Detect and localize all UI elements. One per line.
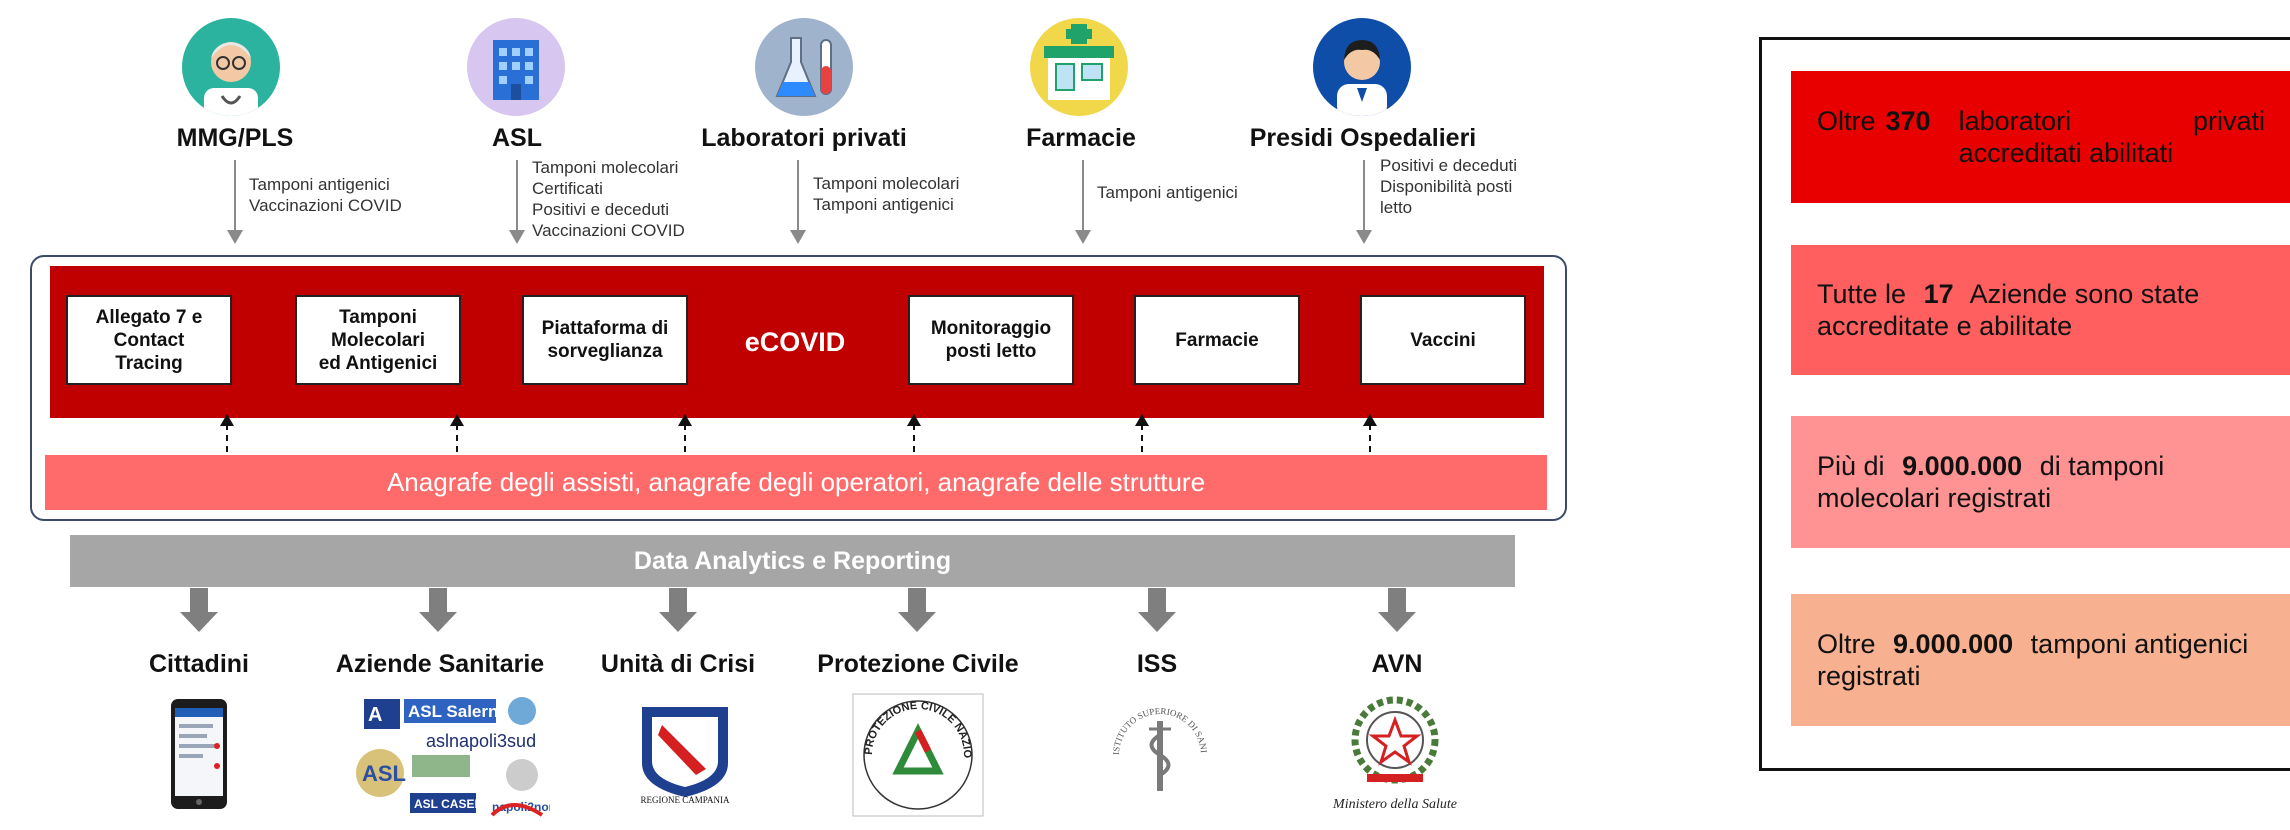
note-line: Vaccinazioni COVID — [249, 196, 402, 215]
dashed-arrow-up — [450, 414, 464, 452]
stat-suffix: laboratori privati accreditati abilitati — [1958, 106, 2265, 168]
registry-bar: Anagrafe degli assisti, anagrafe degli o… — [45, 455, 1547, 510]
arrow-down — [227, 160, 243, 244]
source-label-mmg-pls: MMG/PLS — [176, 124, 294, 152]
note-line: Certificati — [532, 179, 603, 198]
dashed-arrow-up — [907, 414, 921, 452]
stat-aziende: Tutte le 17 Aziende sono state accredita… — [1791, 245, 2290, 375]
analytics-bar: Data Analytics e Reporting — [70, 535, 1515, 587]
note-line: Disponibilità posti — [1380, 177, 1513, 196]
source-notes-farmacie: Tamponi antigenici — [1097, 182, 1238, 203]
ministero-salute-text: Ministero della Salute — [1332, 797, 1457, 812]
protezione-civile-logo: PROTEZIONE CIVILE NAZIONALE — [848, 684, 984, 817]
consumer-label-protezione-civile: Protezione Civile — [817, 650, 1019, 678]
module-piattaforma-sorveglianza: Piattaforma di sorveglianza — [522, 295, 688, 385]
arrow-down — [1356, 160, 1372, 244]
smartphone-icon — [170, 698, 228, 810]
doctor-icon — [182, 18, 280, 116]
source-notes-mmg-pls: Tamponi antigenici Vaccinazioni COVID — [249, 174, 402, 216]
asl-logo-mark: A — [368, 704, 382, 726]
module-farmacie: Farmacie — [1134, 295, 1300, 385]
source-label-farmacie: Farmacie — [1026, 124, 1136, 152]
stat-line: Tutte le 17 Aziende sono state accredita… — [1817, 278, 2265, 342]
source-notes-presidi: Positivi e deceduti Disponibilità posti … — [1380, 155, 1517, 218]
note-line: Vaccinazioni COVID — [532, 221, 685, 240]
aslnapoli3sud-text: aslnapoli3sud — [426, 731, 536, 751]
hospital-doctor-icon — [1313, 18, 1411, 116]
iss-logo: ISTITUTO SUPERIORE DI SANITÀ — [1104, 687, 1213, 805]
arrow-down — [509, 160, 525, 244]
platform-container — [30, 255, 1567, 521]
source-notes-asl: Tamponi molecolari Certificati Positivi … — [532, 157, 685, 241]
dashed-arrow-up — [1363, 414, 1377, 452]
source-label-laboratori-privati: Laboratori privati — [701, 124, 907, 152]
stat-number: 9.000.000 — [1893, 629, 2014, 659]
note-line: Tamponi molecolari — [532, 158, 679, 177]
stat-line: Oltre 370 laboratori privati accreditati… — [1817, 105, 2265, 169]
lab-flask-icon — [755, 18, 853, 116]
consumer-label-unita-di-crisi: Unità di Crisi — [600, 650, 756, 678]
dashed-arrow-up — [1135, 414, 1149, 452]
arrow-down-thick — [659, 588, 697, 632]
stat-number: 9.000.000 — [1902, 451, 2023, 481]
arrow-down — [1075, 160, 1091, 244]
note-line: Positivi e deceduti — [1380, 156, 1518, 175]
note-line: Tamponi antigenici — [813, 195, 954, 214]
module-vaccini: Vaccini — [1360, 295, 1526, 385]
note-line: Tamponi molecolari — [813, 174, 960, 193]
asl-caserta-text: ASL CASERTA — [414, 797, 499, 811]
stat-laboratori: Oltre 370 laboratori privati accreditati… — [1791, 71, 2290, 203]
module-tamponi: Tamponi Molecolari ed Antigenici — [295, 295, 461, 385]
note-line: letto — [1380, 198, 1413, 217]
stat-line: Più di 9.000.000 di tamponi molecolari r… — [1817, 450, 2265, 514]
source-label-presidi-ospedalieri: Presidi Ospedalieri — [1249, 124, 1477, 152]
arrow-down-thick — [180, 588, 218, 632]
note-line: Positivi e deceduti — [532, 200, 670, 219]
arrow-down-thick — [1378, 588, 1416, 632]
source-notes-laboratori: Tamponi molecolari Tamponi antigenici — [813, 173, 959, 215]
consumer-label-aziende-sanitarie: Aziende Sanitarie — [335, 650, 545, 678]
arrow-down-thick — [898, 588, 936, 632]
consumer-label-iss: ISS — [1136, 650, 1178, 678]
arrow-down-thick — [1138, 588, 1176, 632]
module-monitoraggio-posti-letto: Monitoraggio posti letto — [908, 295, 1074, 385]
consumer-label-cittadini: Cittadini — [149, 650, 249, 678]
building-icon — [467, 18, 565, 116]
dashed-arrow-up — [220, 414, 234, 452]
stat-number: 17 — [1923, 279, 1954, 309]
asl-logos: A ASL Salerno aslnapoli3sud ASL ASL CASE… — [352, 695, 561, 823]
stat-suffix: tamponi antigenici registrati — [1817, 629, 2249, 691]
stat-prefix: Più di — [1817, 451, 1885, 481]
pharmacy-icon — [1030, 18, 1128, 116]
consumer-label-avn: AVN — [1371, 650, 1423, 678]
asl-logo-text: ASL — [362, 761, 406, 786]
note-line: Tamponi antigenici — [1097, 183, 1238, 202]
arrow-down-thick — [419, 588, 457, 632]
stat-number: 370 — [1885, 106, 1931, 136]
note-line: Tamponi antigenici — [249, 175, 390, 194]
platform-name: eCOVID — [744, 327, 846, 357]
stats-panel — [1759, 37, 2290, 771]
stat-suffix: di tamponi molecolari registrati — [1817, 451, 2165, 513]
stat-tamponi-antigenici: Oltre 9.000.000 tamponi antigenici regis… — [1791, 594, 2290, 726]
stat-prefix: Tutte le — [1817, 279, 1907, 309]
regione-campania-logo: REGIONE CAMPANIA — [636, 705, 734, 805]
dashed-arrow-up — [678, 414, 692, 452]
ministero-salute-logo: Ministero della Salute — [1327, 690, 1463, 816]
stat-prefix: Oltre — [1817, 106, 1876, 136]
module-allegato-7: Allegato 7 e Contact Tracing — [66, 295, 232, 385]
stat-line: Oltre 9.000.000 tamponi antigenici regis… — [1817, 628, 2265, 692]
arrow-down — [790, 160, 806, 244]
regione-campania-text: REGIONE CAMPANIA — [641, 795, 730, 805]
stat-suffix: Aziende sono state accreditate e abilita… — [1817, 279, 2200, 341]
source-label-asl: ASL — [492, 124, 542, 152]
stat-tamponi-molecolari: Più di 9.000.000 di tamponi molecolari r… — [1791, 416, 2290, 548]
asl-salerno-text: ASL Salerno — [408, 702, 509, 721]
stat-prefix: Oltre — [1817, 629, 1876, 659]
